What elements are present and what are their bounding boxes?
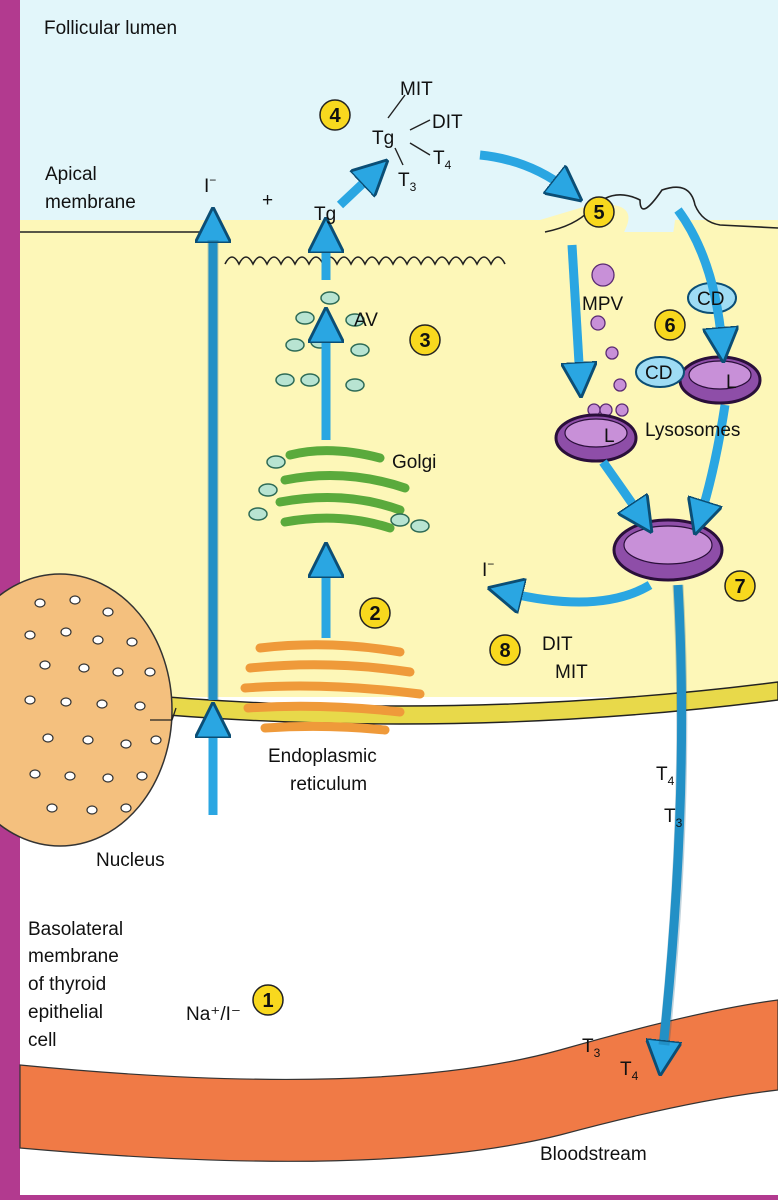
step-badge-8: 8	[490, 635, 520, 665]
label-basolateral-4: epithelial	[28, 1002, 103, 1023]
svg-text:4: 4	[329, 105, 341, 127]
label-lysosomes: Lysosomes	[645, 420, 740, 441]
phagolysosome	[614, 520, 722, 580]
label-mit: MIT	[400, 79, 433, 100]
label-av: AV	[354, 310, 378, 331]
label-basolateral-1: Basolateral	[28, 919, 123, 940]
svg-text:6: 6	[664, 315, 675, 337]
label-er-1: Endoplasmic	[268, 746, 377, 767]
svg-text:3: 3	[419, 330, 430, 352]
label-plus: +	[262, 190, 273, 211]
step-badge-2: 2	[360, 598, 390, 628]
label-tg-secreted: Tg	[314, 204, 336, 225]
svg-text:1: 1	[262, 990, 273, 1012]
label-follicular-lumen: Follicular lumen	[44, 18, 177, 39]
label-tg-hub: Tg	[372, 128, 394, 149]
svg-text:5: 5	[593, 202, 604, 224]
label-dit-released: DIT	[542, 634, 573, 655]
step-badge-1: 1	[253, 985, 283, 1015]
label-basolateral-3: of thyroid	[28, 974, 106, 995]
label-golgi: Golgi	[392, 452, 436, 473]
label-lysosome-l-left: L	[604, 426, 615, 447]
label-lysosome-l-right: L	[726, 372, 737, 393]
label-mpv: MPV	[582, 294, 624, 315]
lysosome-left	[556, 415, 636, 461]
label-dit: DIT	[432, 112, 463, 133]
label-cd-left: CD	[645, 363, 672, 384]
step-badge-4: 4	[320, 100, 350, 130]
label-basolateral-5: cell	[28, 1030, 57, 1051]
label-cd-top: CD	[697, 289, 724, 310]
label-apical-1: Apical	[45, 164, 97, 185]
label-apical-2: membrane	[45, 192, 136, 213]
label-bloodstream: Bloodstream	[540, 1144, 647, 1165]
label-mit-released: MIT	[555, 662, 588, 683]
label-na-i: Na⁺/I⁻	[186, 1004, 241, 1025]
label-basolateral-2: membrane	[28, 946, 119, 967]
svg-text:7: 7	[734, 576, 745, 598]
step-badge-3: 3	[410, 325, 440, 355]
step-badge-5: 5	[584, 197, 614, 227]
step-badge-6: 6	[655, 310, 685, 340]
svg-text:2: 2	[369, 603, 380, 625]
svg-text:8: 8	[499, 640, 510, 662]
label-nucleus: Nucleus	[96, 850, 165, 871]
lysosome-right	[680, 357, 760, 403]
step-badge-7: 7	[725, 571, 755, 601]
label-er-2: reticulum	[290, 774, 367, 795]
